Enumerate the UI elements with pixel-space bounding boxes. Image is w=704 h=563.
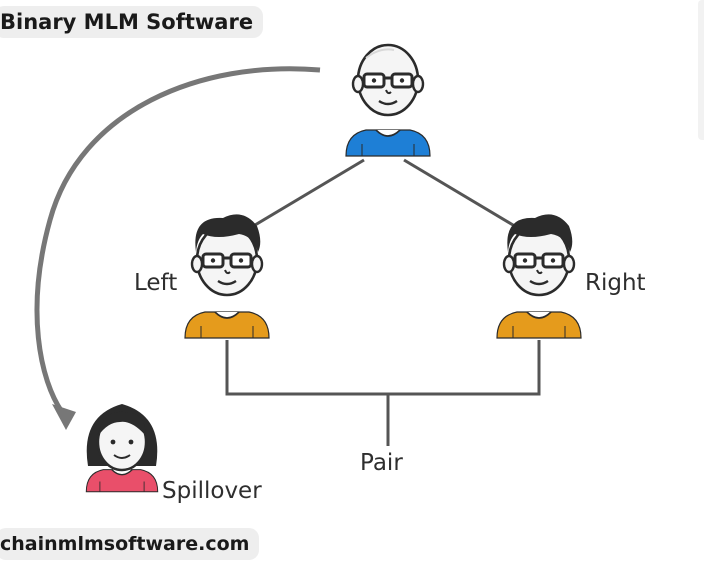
man-icon — [496, 214, 582, 339]
top-node — [345, 43, 431, 157]
edge-top-left — [249, 158, 365, 230]
footer-url: chainmlmsoftware.com — [0, 528, 260, 560]
man-icon — [184, 214, 270, 339]
bald-man-icon — [345, 43, 431, 157]
edge-top-right — [403, 158, 519, 230]
right-node — [496, 214, 582, 339]
spillover-node — [85, 404, 159, 493]
woman-icon — [85, 404, 159, 493]
page-title: Binary MLM Software — [0, 6, 264, 38]
pair-bracket — [225, 340, 541, 396]
pair-label: Pair — [360, 450, 403, 476]
curved-arrow-icon — [34, 66, 321, 430]
left-label: Left — [134, 270, 178, 296]
left-node — [184, 214, 270, 339]
right-label: Right — [585, 270, 646, 296]
edge-strip — [698, 0, 704, 140]
spillover-label: Spillover — [162, 478, 262, 504]
